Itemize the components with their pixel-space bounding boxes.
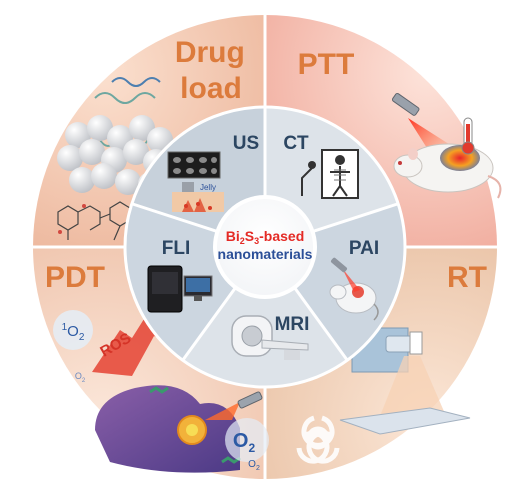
us-panel-caption: Jelly: [200, 183, 216, 192]
center-circle: [213, 195, 317, 299]
center-title-line1: Bi2S3-based: [226, 228, 305, 246]
pdt-title: PDT: [45, 261, 105, 294]
drug-load-title: Drug load: [175, 36, 253, 105]
oxygen-label-faint: O2: [75, 371, 86, 384]
svg-text:O2: O2: [233, 430, 256, 455]
pai-label: PAI: [349, 238, 379, 259]
ct-label: CT: [283, 133, 309, 154]
fli-label: FLI: [162, 238, 191, 259]
mri-label: MRI: [275, 314, 310, 335]
oxygen-label-small: O2: [248, 459, 260, 472]
center-title-line2: nanomaterials: [218, 246, 313, 262]
fluorescence-imager-icon: [147, 265, 213, 313]
ultrasound-device-icon: [167, 151, 224, 212]
svg-text:1O2: 1O2: [62, 322, 85, 343]
mri-machine-icon: [231, 315, 309, 360]
oxygen-bubble-large: O2: [225, 418, 269, 462]
nanoparticle-drug-icon: [57, 77, 173, 241]
inner-ring-border: [123, 105, 407, 389]
laser-mouse-thermometer-icon: [391, 92, 502, 199]
ptt-title: PTT: [298, 48, 355, 81]
rt-title: RT: [447, 261, 487, 294]
laser-mouse-icon: [329, 257, 379, 321]
ct-scanner-person-icon: [301, 149, 359, 199]
us-label: US: [233, 133, 259, 154]
singlet-oxygen-bubble: 1O2: [53, 310, 93, 350]
